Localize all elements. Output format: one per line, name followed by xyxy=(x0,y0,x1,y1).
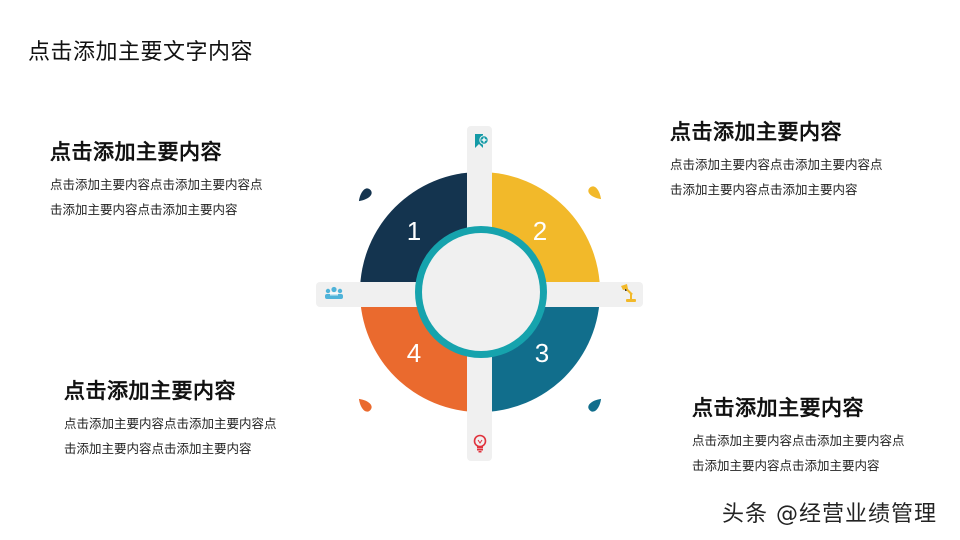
segment-number-4: 4 xyxy=(407,338,421,368)
block-body: 点击添加主要内容点击添加主要内容点击添加主要内容点击添加主要内容 xyxy=(670,157,883,197)
block-heading: 点击添加主要内容 xyxy=(50,140,222,164)
team-meeting-icon xyxy=(325,286,343,299)
block-heading: 点击添加主要内容 xyxy=(692,396,864,420)
segment-number-2: 2 xyxy=(533,216,547,246)
text-block-top-left: 点击添加主要内容 点击添加主要内容点击添加主要内容点击添加主要内容点击添加主要内… xyxy=(50,136,280,222)
block-heading: 点击添加主要内容 xyxy=(670,120,842,144)
text-block-bottom-right: 点击添加主要内容 点击添加主要内容点击添加主要内容点击添加主要内容点击添加主要内… xyxy=(692,392,922,478)
watermark: 头条 @经营业绩管理 xyxy=(722,502,937,527)
teardrop-bottom-left xyxy=(358,398,372,412)
block-body: 点击添加主要内容点击添加主要内容点击添加主要内容点击添加主要内容 xyxy=(64,416,277,456)
teardrop-bottom-right xyxy=(588,398,602,412)
block-heading: 点击添加主要内容 xyxy=(64,379,236,403)
text-block-top-right: 点击添加主要内容 点击添加主要内容点击添加主要内容点击添加主要内容点击添加主要内… xyxy=(670,116,900,202)
bookmark-add-icon xyxy=(475,134,489,148)
lightbulb-icon xyxy=(473,434,487,453)
text-block-bottom-left: 点击添加主要内容 点击添加主要内容点击添加主要内容点击添加主要内容点击添加主要内… xyxy=(64,375,294,461)
page-title: 点击添加主要文字内容 xyxy=(28,40,254,65)
segment-number-1: 1 xyxy=(407,216,421,246)
block-body: 点击添加主要内容点击添加主要内容点击添加主要内容点击添加主要内容 xyxy=(692,433,905,473)
teardrop-top-left xyxy=(358,188,372,202)
segment-number-3: 3 xyxy=(535,338,549,368)
block-body: 点击添加主要内容点击添加主要内容点击添加主要内容点击添加主要内容 xyxy=(50,177,263,217)
center-circle xyxy=(422,233,540,351)
desk-lamp-icon xyxy=(621,284,636,302)
teardrop-top-right xyxy=(588,186,602,200)
